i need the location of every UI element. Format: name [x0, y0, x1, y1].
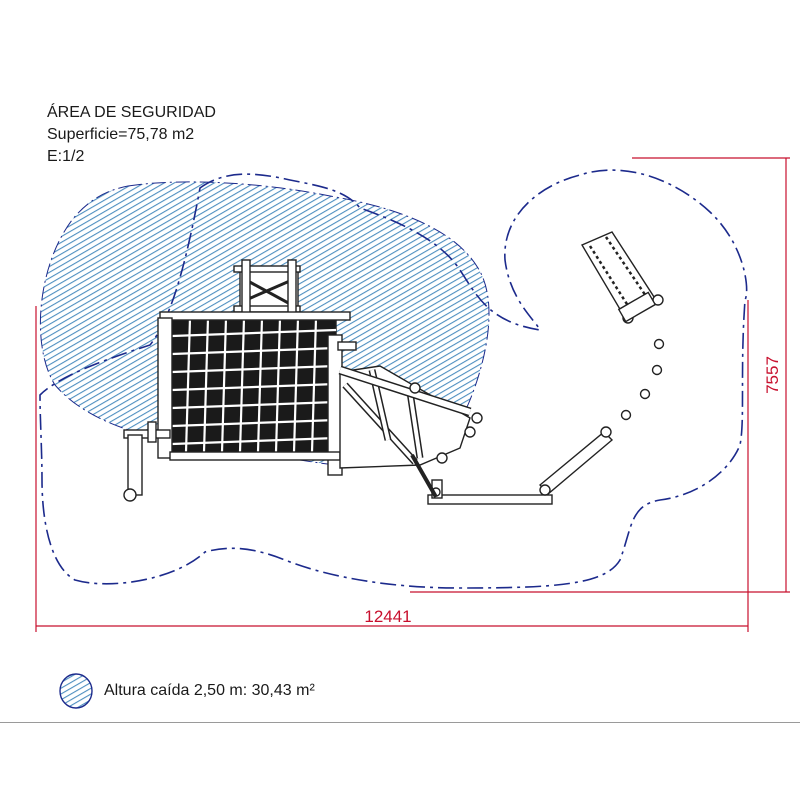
stepping-post [651, 364, 663, 376]
legend-label: Altura caída 2,50 m: 30,43 m² [104, 682, 315, 699]
stepping-post [639, 388, 651, 400]
header-scale: E:1/2 [47, 148, 85, 165]
ladder-element [580, 231, 664, 324]
right-frame [339, 365, 471, 469]
stepping-post [620, 409, 632, 421]
left-walkway [123, 429, 171, 439]
bottom-bridge [427, 494, 553, 505]
header-title: ÁREA DE SEGURIDAD [47, 104, 216, 121]
bottom-divider [0, 722, 800, 723]
play-structure [123, 231, 665, 505]
dimension-lines [35, 157, 790, 632]
legend-hatch-swatch [59, 673, 93, 709]
tower-beam-top [233, 265, 301, 273]
dimension-height-label: 7557 [763, 356, 782, 394]
net-post-left [157, 317, 173, 459]
diagonal-beam [538, 426, 614, 496]
net-beam-top [159, 311, 351, 321]
stepping-post [653, 338, 665, 350]
drawing-header: ÁREA DE SEGURIDAD Superficie=75,78 m2 E:… [47, 102, 216, 168]
header-surface: Superficie=75,78 m2 [47, 126, 195, 143]
safety-area-boundary [39, 169, 748, 589]
dimension-width-label: 12441 [364, 607, 411, 626]
legend: Altura caída 2,50 m: 30,43 m² [58, 672, 315, 710]
